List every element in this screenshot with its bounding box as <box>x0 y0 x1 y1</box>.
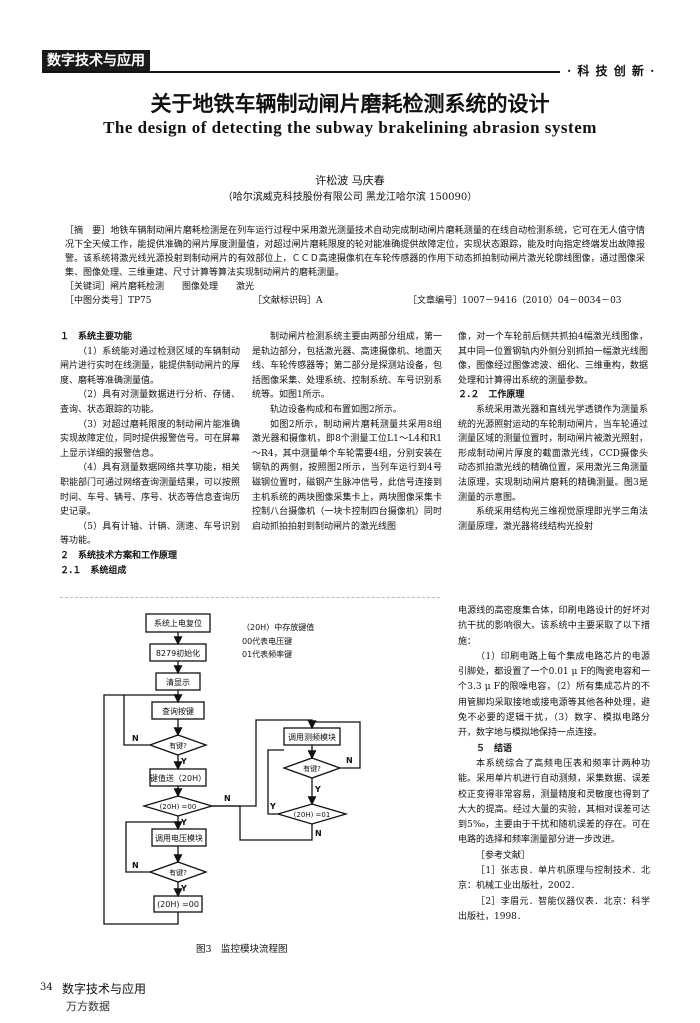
section-heading: ２ 系统技术方案和工作原理 <box>60 550 178 561</box>
branch-label-no: N <box>132 861 139 870</box>
branch-label-yes: Y <box>314 785 321 794</box>
branch-label-no: N <box>224 794 231 803</box>
paragraph: （2）具有对测量数据进行分析、存储、查询、状态跟踪的功能。 <box>60 390 240 415</box>
paragraph: 电源线的高密度集合体，印刷电路设计的好坏对抗干扰的影响很大。该系统中主要采取了以… <box>458 606 650 647</box>
subsection-heading: ２.１ 系统组成 <box>60 565 127 576</box>
branch-label-yes: Y <box>180 757 187 766</box>
paragraph: （4）具有测量数据网络共享功能，相关职能部门可通过网络查询测量结果，可以按照时间… <box>60 463 241 518</box>
page-number: 34 <box>40 982 53 993</box>
authors: 许松波 马庆春 <box>315 174 385 187</box>
node-label: 8279初始化 <box>156 648 200 658</box>
flowchart: 系统上电复位 8279初始化 清显示 查询按键 有键? 键值送（20H） (20… <box>103 613 361 925</box>
affiliation: （哈尔滨威克科技股份有限公司 黑龙江哈尔滨 150090） <box>222 192 478 203</box>
column-2: 制动闸片检测系统主要由两部分组成，第一是轨边部分，包括激光器、高速摄像机、地面天… <box>252 330 442 534</box>
reference-item: ［2］李眉元．智能仪器仪表．北京：科学出版社，1998． <box>458 896 650 922</box>
footer-repository: 万方数据 <box>66 1000 110 1013</box>
legend-line: （20H）中存放键值 <box>242 622 314 632</box>
figure-caption: 图3 监控模块流程图 <box>196 944 288 955</box>
abstract-block: ［摘 要］地铁车辆制动闸片磨耗检测是在列车运行过程中采用激光测量技术自动完成制动… <box>65 224 645 308</box>
paragraph: （1）印刷电路上每个集成电路芯片的电源引脚处，都设置了一个0.01 μ F的陶瓷… <box>458 651 650 739</box>
node-label: 有键? <box>303 764 321 773</box>
paragraph: 系统采用结构光三维视觉原理即光学三角法测量原理，激光器将线结构光投射 <box>458 507 648 532</box>
document-code: ［文献标识码］A <box>253 296 323 306</box>
paragraph: 如图2所示，制动闸片磨耗测量共采用8组激光器和摄像机，即8个测量工位L1～L4和… <box>252 419 442 532</box>
paragraph: 系统采用激光器和直线光学透镜作为测量系统的光源照射运动的车轮制动闸片，当车轮通过… <box>458 404 648 503</box>
paragraph: 像，对一个车轮前后侧共抓拍4幅激光线图像，其中同一位置钢轨内外侧分别抓拍一幅激光… <box>458 332 648 386</box>
keywords: ［关键词］闸片磨耗检测 图像处理 激光 <box>65 282 255 292</box>
clc-number: ［中图分类号］TP75 <box>65 296 152 306</box>
node-label: 查询按键 <box>162 706 194 716</box>
footer-journal: 数字技术与应用 <box>62 982 147 996</box>
branch-label-yes: Y <box>269 802 276 811</box>
title-english: The design of detecting the subway brake… <box>103 118 597 137</box>
column-3: 像，对一个车轮前后侧共抓拍4幅激光线图像，其中同一位置钢轨内外侧分别抓拍一幅激光… <box>458 330 648 534</box>
column-1: １ 系统主要功能 （1）系统能对通过检测区域的车辆制动闸片进行实时在线测量，能提… <box>60 330 240 578</box>
column-4: 电源线的高密度集合体，印刷电路设计的好坏对抗干扰的影响很大。该系统中主要采取了以… <box>458 604 650 925</box>
node-label: (20H) =01 <box>294 811 331 819</box>
article-number: ［文章编号］1007－9416（2010）04－0034－03 <box>408 296 622 306</box>
branch-label-no: N <box>346 756 353 765</box>
node-label: (20H) =00 <box>157 900 199 909</box>
branch-label-no: N <box>132 734 139 743</box>
branch-label-no: N <box>315 829 322 838</box>
reference-item: ［1］张志良．单片机原理与控制技术．北京：机械工业出版社，2002． <box>458 866 650 892</box>
paragraph: 轨边设备构成和布置如图2所示。 <box>270 404 402 415</box>
title-chinese: 关于地铁车辆制动闸片磨耗检测系统的设计 <box>150 92 550 116</box>
subsection-heading: ２.２ 工作原理 <box>458 390 525 401</box>
node-label: 调用测频模块 <box>288 732 336 742</box>
classification-row: ［中图分类号］TP75 ［文献标识码］A ［文章编号］1007－9416（201… <box>65 294 645 308</box>
paragraph: （1）系统能对通过检测区域的车辆制动闸片进行实时在线测量，能提供制动闸片的厚度、… <box>60 346 241 386</box>
separator-line <box>60 597 440 598</box>
abstract-text: ［摘 要］地铁车辆制动闸片磨耗检测是在列车运行过程中采用激光测量技术自动完成制动… <box>65 226 645 278</box>
references-heading: ［参考文献］ <box>476 850 531 861</box>
node-label: 有键? <box>169 868 187 877</box>
node-label: 调用电压模块 <box>155 833 203 843</box>
node-label: 系统上电复位 <box>154 618 202 628</box>
section-tag: 数字技术与应用 <box>42 50 150 72</box>
legend-line: 00代表电压键 <box>242 636 292 646</box>
header-rule <box>42 71 560 73</box>
legend-line: 01代表频率键 <box>242 649 292 659</box>
node-label: 键值送（20H） <box>150 773 206 783</box>
section-heading: ５ 结语 <box>476 743 513 754</box>
node-label: 清显示 <box>166 677 190 687</box>
section-heading: １ 系统主要功能 <box>60 332 133 342</box>
node-label: (20H) =00 <box>160 803 197 811</box>
paragraph: 制动闸片检测系统主要由两部分组成，第一是轨边部分，包括激光器、高速摄像机、地面天… <box>252 332 442 401</box>
branch-label-yes: Y <box>180 884 187 893</box>
paragraph: （3）对超过磨耗限度的制动闸片能准确实现故障定位，同时提供报警信号。可在屏幕上显… <box>60 419 241 459</box>
node-label: 有键? <box>169 741 187 750</box>
paragraph: 本系统综合了高频电压表和频率计两种功能。采用单片机进行自动测频，采集数据、误差校… <box>458 758 650 846</box>
header-right-tag: · 科 技 创 新 · <box>567 64 656 78</box>
paragraph: （5）具有计轴、计辆、测速、车号识别等功能。 <box>60 521 240 547</box>
branch-label-yes: Y <box>180 818 187 827</box>
